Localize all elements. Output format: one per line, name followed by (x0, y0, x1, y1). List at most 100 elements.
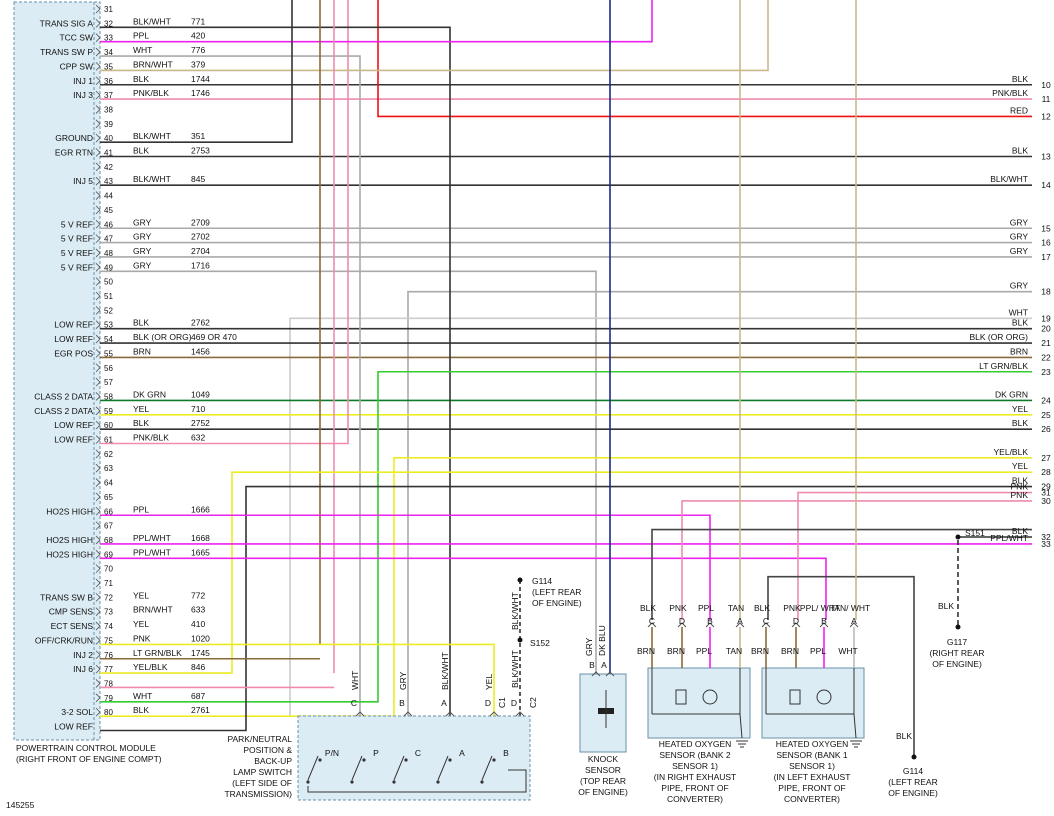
pn-pin-chevron (515, 711, 525, 717)
pcm-pin-number: 65 (104, 493, 113, 502)
pn-position-label: B (503, 748, 509, 758)
ho2s1-label-3: SENSOR 1) (789, 761, 835, 771)
ho2s-pin-letter: B (821, 616, 827, 626)
pcm-circuit-number: 1746 (191, 88, 210, 98)
pcm-circuit-number: 351 (191, 131, 205, 141)
pcm-circuit-number: 772 (191, 590, 205, 600)
pin-chevron (95, 449, 101, 459)
pin-chevron (95, 578, 101, 588)
right-wire-color: BLK (1012, 74, 1028, 84)
right-wire-color: DK GRN (995, 389, 1028, 399)
pcm-pin-function: INJ 6 (73, 664, 93, 674)
pcm-wire-color: YEL (133, 590, 149, 600)
wire-pnk-30 (681, 500, 1032, 620)
pcm-wire-color: GRY (133, 232, 152, 242)
pin-chevron (95, 248, 101, 258)
ho2s2-label-4: (IN RIGHT EXHAUST (654, 772, 737, 782)
pn-switch-contact (481, 755, 493, 781)
ho2s-pin-chevron (819, 622, 829, 628)
right-continuation-number: 16 (1041, 238, 1051, 248)
pcm-circuit-number: 2704 (191, 246, 210, 256)
wire-pnkblk-632 (100, 0, 349, 445)
pin-chevron (95, 47, 101, 57)
pcm-pin-function: INJ 5 (73, 176, 93, 186)
right-continuation-number: 14 (1041, 180, 1051, 190)
pcm-location: (RIGHT FRONT OF ENGINE COMPT) (16, 754, 162, 764)
pcm-pin-number: 61 (104, 436, 113, 445)
right-wire-color: BLK (OR ORG) (969, 332, 1028, 342)
pn-conn-c1: C1 (497, 697, 507, 708)
pcm-circuit-number: 2752 (191, 418, 210, 428)
ho2s-bottom-wire: TAN (726, 646, 742, 656)
pcm-pin-function: INJ 1 (73, 76, 93, 86)
pcm-pin-number: 54 (104, 335, 113, 344)
pin-chevron (95, 119, 101, 129)
ho2s-bottom-wire: PPL (696, 646, 712, 656)
pin-chevron (95, 320, 101, 329)
pn-pin-letter: D (485, 698, 491, 708)
pcm-wire-color: BRN/WHT (133, 605, 173, 615)
pn-position-label: P (373, 748, 379, 758)
g114-top-terminal (517, 577, 523, 583)
pn-contact-dot (350, 780, 354, 784)
right-continuation-number: 21 (1041, 338, 1051, 348)
wire-pnk-29 (797, 491, 1032, 620)
pcm-pin-number: 71 (104, 579, 113, 588)
pcm-pin-function: ECT SENS (51, 621, 94, 631)
ho2s-pin-letter: D (793, 616, 799, 626)
right-wire-color: BLK (1012, 526, 1028, 536)
pn-pin-letter: C (351, 698, 357, 708)
g117-wire-color: BLK (938, 601, 954, 611)
pcm-pin-number: 70 (104, 565, 113, 574)
pn-contact-dot (318, 758, 322, 762)
ho2s1-label-4: (IN LEFT EXHAUST (774, 772, 851, 782)
pn-switch-label-2: POSITION & (243, 745, 292, 755)
ho2s2-label-2: SENSOR (BANK 2 (659, 750, 731, 760)
pin-chevron (95, 650, 101, 660)
pcm-wire-color: PPL (133, 31, 149, 41)
pcm-pin-number: 55 (104, 349, 113, 358)
pcm-wire-color: GRY (133, 260, 152, 270)
pcm-pin-number: 31 (104, 5, 113, 14)
right-continuation-number: 22 (1041, 352, 1051, 362)
right-continuation-number: 12 (1041, 111, 1051, 121)
g117-loc-1: (RIGHT REAR (929, 648, 984, 658)
pcm-circuit-number: 1049 (191, 389, 210, 399)
pcm-pin-number: 46 (104, 220, 113, 229)
knock-label-2: SENSOR (585, 765, 621, 775)
pin-chevron (95, 492, 101, 502)
pcm-wire-color: PNK/BLK (133, 433, 169, 443)
pcm-pin-number: 72 (104, 593, 113, 602)
pcm-pin-function: TRANS SW P (40, 47, 93, 57)
right-wire-color: PPL/WHT (990, 533, 1028, 543)
pcm-pin-number: 80 (104, 708, 113, 717)
pcm-pin-number: 34 (104, 48, 113, 57)
knock-pin-chevrons (591, 671, 615, 677)
pcm-pin-number: 50 (104, 278, 113, 287)
right-continuation-number: 19 (1041, 313, 1051, 323)
right-wire-color: BLK (1012, 146, 1028, 156)
right-continuation-number: 31 (1041, 488, 1051, 498)
g114-bottom-loc-1: (LEFT REAR (888, 777, 937, 787)
pcm-pin-number: 48 (104, 249, 113, 258)
pcm-pin-number: 63 (104, 464, 113, 473)
wire-tcc (100, 0, 653, 43)
pcm-pin-number: 47 (104, 235, 113, 244)
pn-pin-wire: BLK/WHT (440, 652, 450, 690)
ho2s-pin-letter: B (707, 616, 713, 626)
g114-bottom-loc-2: OF ENGINE) (888, 788, 938, 798)
ho2s-bottom-wire: BRN (667, 646, 685, 656)
pn-switch-contact (307, 755, 319, 781)
pcm-pin-number: 43 (104, 177, 113, 186)
ho2s-pin-chevron (735, 622, 745, 628)
g114-bottom-terminal (911, 754, 917, 760)
pin-chevron (95, 349, 101, 358)
ho2s-bottom-wire: WHT (838, 646, 857, 656)
pcm-wire-color: BLK/WHT (133, 16, 171, 26)
ho2s-pin-chevron (761, 622, 771, 628)
g114-top-loc-1: (LEFT REAR (532, 587, 581, 597)
ho2s-sensor-element (816, 689, 832, 705)
pn-switch-contact (351, 755, 363, 781)
ho2s-pin-letter: A (851, 616, 857, 626)
pcm-circuit-number: 633 (191, 605, 205, 615)
